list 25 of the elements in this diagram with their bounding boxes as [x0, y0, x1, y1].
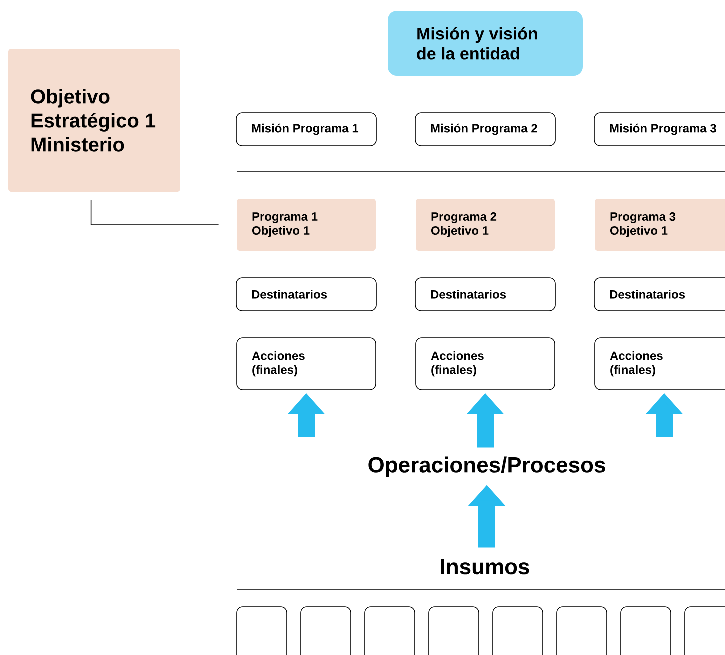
program-objective-box: Programa 1 Objetivo 1 — [237, 198, 376, 251]
program-mission-box: Misión Programa 3 — [594, 112, 725, 146]
mission-box: Misión y visión de la entidad — [388, 11, 583, 76]
input-box — [364, 606, 416, 655]
connector-line — [90, 200, 220, 226]
process-label: Operaciones/Procesos — [368, 456, 606, 478]
recipients-box: Destinatarios — [236, 278, 377, 312]
input-box — [556, 606, 608, 655]
input-box — [620, 606, 672, 655]
recipients-box: Destinatarios — [594, 278, 725, 312]
program-mission-box: Misión Programa 2 — [415, 112, 556, 146]
objective-box: Objetivo Estratégico 1 Ministerio — [8, 48, 180, 192]
input-box — [428, 606, 480, 655]
program-objective-box: Programa 3 Objetivo 1 — [595, 198, 725, 251]
actions-box: Acciones (finales) — [416, 338, 556, 390]
inputs-label: Insumos — [441, 559, 530, 575]
program-mission-box: Misión Programa 1 — [236, 112, 377, 146]
input-box — [492, 606, 544, 655]
input-box — [236, 606, 288, 655]
input-box — [300, 606, 352, 655]
actions-box: Acciones (finales) — [594, 338, 725, 390]
input-box — [684, 606, 725, 655]
actions-box: Acciones (finales) — [236, 338, 376, 390]
recipients-box: Destinatarios — [415, 278, 556, 312]
program-objective-box: Programa 2 Objetivo 1 — [416, 198, 555, 251]
